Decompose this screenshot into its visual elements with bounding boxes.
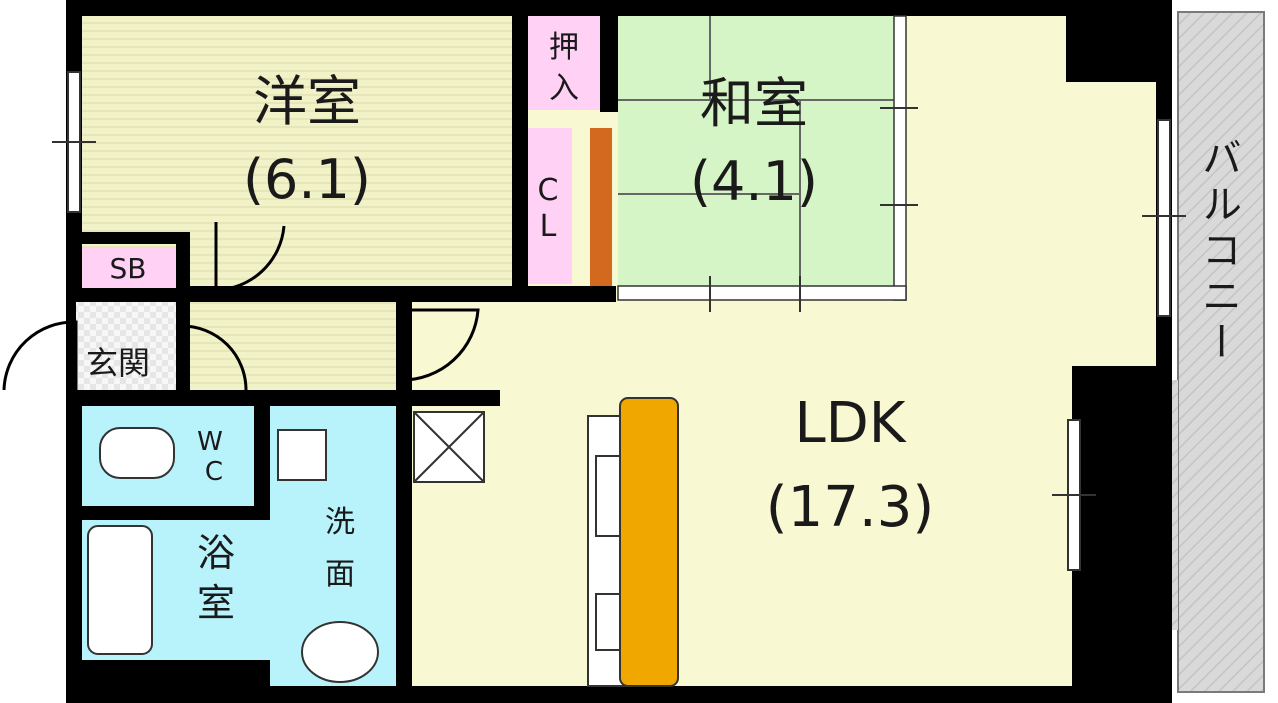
wc-label-2: C — [205, 457, 223, 487]
closet-label-1: C — [538, 173, 559, 208]
entrance-label: 玄関 — [86, 344, 150, 382]
wc-label-1: W — [197, 427, 223, 457]
labels: 洋室 (6.1) 和室 (4.1) LDK (17.3) 押 入 C L SB … — [86, 30, 1241, 625]
washroom-label-2: 面 — [325, 557, 355, 592]
bathroom-label-2: 室 — [197, 581, 235, 625]
western-room-name: 洋室 — [253, 70, 361, 133]
bathroom-label-1: 浴 — [197, 531, 235, 575]
oshiire-label-1: 押 — [549, 30, 579, 65]
washroom-label-1: 洗 — [325, 505, 355, 540]
japanese-room-floor — [617, 15, 918, 312]
doors — [2, 222, 480, 391]
windows — [52, 71, 1186, 571]
closet-storage — [526, 128, 572, 284]
entrance-floor — [76, 302, 176, 390]
japanese-room-size: (4.1) — [690, 150, 818, 213]
washing-machine — [277, 429, 327, 481]
japanese-room-name: 和室 — [700, 72, 808, 135]
balcony-label: バルコニー — [1195, 137, 1241, 367]
bathtub — [87, 525, 153, 655]
oshiire-label-2: 入 — [549, 71, 579, 106]
shoebox — [82, 248, 176, 288]
closet-shelf — [590, 128, 612, 286]
hallway-floor — [190, 302, 396, 390]
western-room-size: (6.1) — [243, 148, 371, 211]
wash-basin — [301, 621, 379, 683]
bar-counter — [619, 397, 679, 687]
closet-label-2: L — [540, 209, 557, 244]
ldk-name: LDK — [794, 391, 906, 456]
toilet — [99, 427, 175, 479]
oshiire-storage — [528, 16, 600, 110]
pipe-shaft-icon — [413, 411, 485, 483]
shoebox-label: SB — [110, 252, 147, 285]
ldk-size: (17.3) — [766, 475, 934, 540]
